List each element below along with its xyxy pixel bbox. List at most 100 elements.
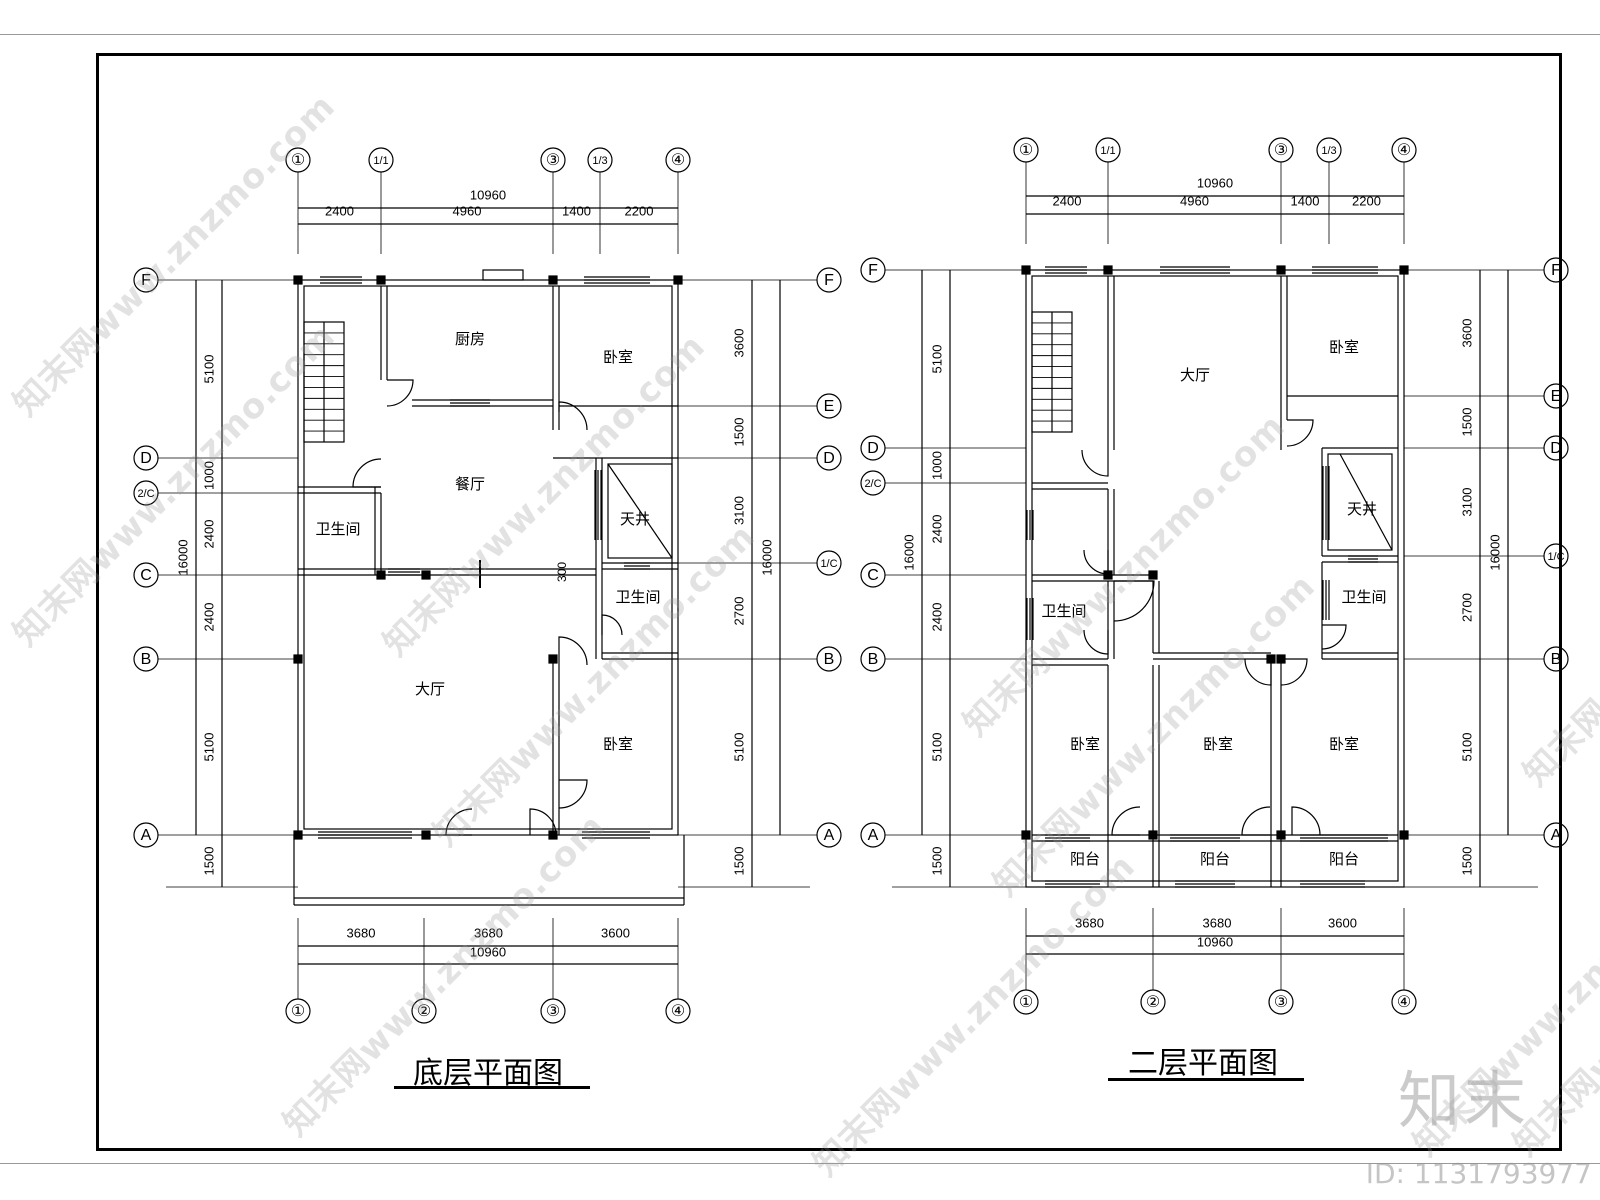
door-bedroom-ne: [1286, 419, 1314, 447]
column-post: [548, 275, 558, 285]
bottom-axis-bubble-circle: [1391, 989, 1417, 1015]
room-label: 卧室: [1070, 736, 1100, 753]
light-well: [607, 463, 673, 559]
right-axis-bubble-label: B: [824, 651, 835, 668]
right-axis-bubble-label: D: [1550, 440, 1562, 457]
door-bedroom-south: [558, 636, 588, 666]
door-bedroom-mid: [1244, 658, 1272, 686]
left-dim: 2400: [929, 603, 944, 632]
left-dim: 1000: [201, 461, 216, 490]
bottom-axis-bubble-circle: [411, 998, 437, 1024]
left-dim: 1500: [201, 847, 216, 876]
left-dim: 2400: [201, 520, 216, 549]
door-balcony-right: [1291, 806, 1321, 836]
left-axis-bubble-label: C: [140, 567, 152, 584]
room-label: 卫生间: [315, 521, 360, 538]
top-axis-bubble-label: 1/3: [592, 155, 607, 167]
left-axis-bubble-label: D: [140, 450, 152, 467]
bottom-dim: 3600: [601, 925, 630, 940]
top-axis-bubble-label: 1/3: [1321, 145, 1336, 157]
left-dim: 5100: [929, 345, 944, 374]
column-post: [1276, 265, 1286, 275]
right-axis-bubble-label: E: [824, 398, 835, 415]
door-kitchen: [386, 379, 414, 407]
bottom-dim: 3680: [347, 925, 376, 940]
room-label: 卫生间: [1341, 589, 1386, 606]
right-dim: 2700: [1459, 593, 1474, 622]
right-dim: 3100: [731, 496, 746, 525]
ground-floor-title-underline: [394, 1086, 590, 1089]
bottom-dim: 3600: [1328, 915, 1357, 930]
left-dim: 5100: [201, 355, 216, 384]
door-hall: [1113, 580, 1155, 622]
small-dim: 300: [555, 562, 569, 582]
column-post: [1399, 830, 1409, 840]
right-total-dim: 16000: [759, 539, 774, 575]
bottom-axis-bubble-circle: [1140, 989, 1166, 1015]
bottom-axis-bubble-label: ①: [1019, 994, 1033, 1011]
left-axis-bubble-label: B: [141, 651, 152, 668]
top-axis-bubble-label: ①: [291, 152, 305, 169]
vent-hood: [482, 269, 524, 281]
bottom-axis-bubble-label: ②: [417, 1003, 431, 1020]
top-axis-bubble-label: ③: [1274, 142, 1288, 159]
bottom-axis-bubble-label: ④: [1397, 994, 1411, 1011]
door-bedroom-right: [1280, 658, 1308, 686]
left-dim: 5100: [929, 733, 944, 762]
top-dim: 1400: [562, 203, 591, 218]
room-label: 卧室: [1329, 339, 1359, 356]
brand-logo: 知末: [1397, 1064, 1530, 1137]
right-dim: 3600: [731, 329, 746, 358]
top-axis-bubble-label: ①: [1019, 142, 1033, 159]
right-axis-bubble-label: D: [823, 450, 835, 467]
top-dim: 4960: [1180, 193, 1209, 208]
right-total-dim: 16000: [1487, 534, 1502, 570]
right-axis-bubble-label: 1/C: [820, 558, 837, 570]
light-well-diagonal: [1339, 453, 1393, 551]
left-dim: 1000: [929, 451, 944, 480]
top-total-dim: 10960: [470, 187, 506, 202]
right-axis-bubble-label: E: [1551, 388, 1562, 405]
door-entrance-left: [445, 808, 473, 836]
room-label: 阳台: [1200, 851, 1230, 868]
drawing-frame: [96, 53, 1562, 1151]
top-dim: 2200: [625, 203, 654, 218]
top-axis-bubble-label: 1/1: [1100, 145, 1115, 157]
left-dim: 2400: [201, 603, 216, 632]
second-floor-title: 二层平面图: [1128, 1046, 1278, 1081]
light-well: [1327, 453, 1393, 551]
bottom-axis-bubble-label: ④: [671, 1003, 685, 1020]
left-total-dim: 16000: [901, 534, 916, 570]
top-axis-bubble-label: ③: [546, 152, 560, 169]
bottom-dim: 3680: [1075, 915, 1104, 930]
room-label: 大厅: [1180, 367, 1210, 384]
left-axis-bubble-label: C: [867, 567, 879, 584]
left-axis-bubble-label: 2/C: [137, 488, 154, 500]
column-post: [1021, 830, 1031, 840]
top-total-dim: 10960: [1197, 175, 1233, 190]
bottom-axis-bubble-label: ②: [1146, 994, 1160, 1011]
bottom-axis-bubble-circle: [1013, 989, 1039, 1015]
room-label: 厨房: [455, 331, 485, 348]
room-label: 大厅: [415, 681, 445, 698]
column-post: [376, 275, 386, 285]
right-dim: 1500: [1459, 847, 1474, 876]
right-dim: 1500: [1459, 408, 1474, 437]
left-dim: 5100: [201, 733, 216, 762]
right-axis-bubble-label: 1/C: [1547, 551, 1564, 563]
bottom-axis-bubble-circle: [665, 998, 691, 1024]
room-label: 阳台: [1070, 851, 1100, 868]
light-well-diagonal: [607, 463, 673, 559]
column-post: [1103, 265, 1113, 275]
second-floor-title-underline: [1108, 1078, 1304, 1081]
door-stair-hall: [1081, 449, 1109, 477]
left-dim: 1500: [929, 847, 944, 876]
door-entrance-right: [529, 808, 557, 836]
room-label: 卧室: [1329, 736, 1359, 753]
column-post: [293, 275, 303, 285]
room-label: 天井: [620, 511, 650, 528]
room-label: 卫生间: [615, 589, 660, 606]
column-post: [293, 830, 303, 840]
